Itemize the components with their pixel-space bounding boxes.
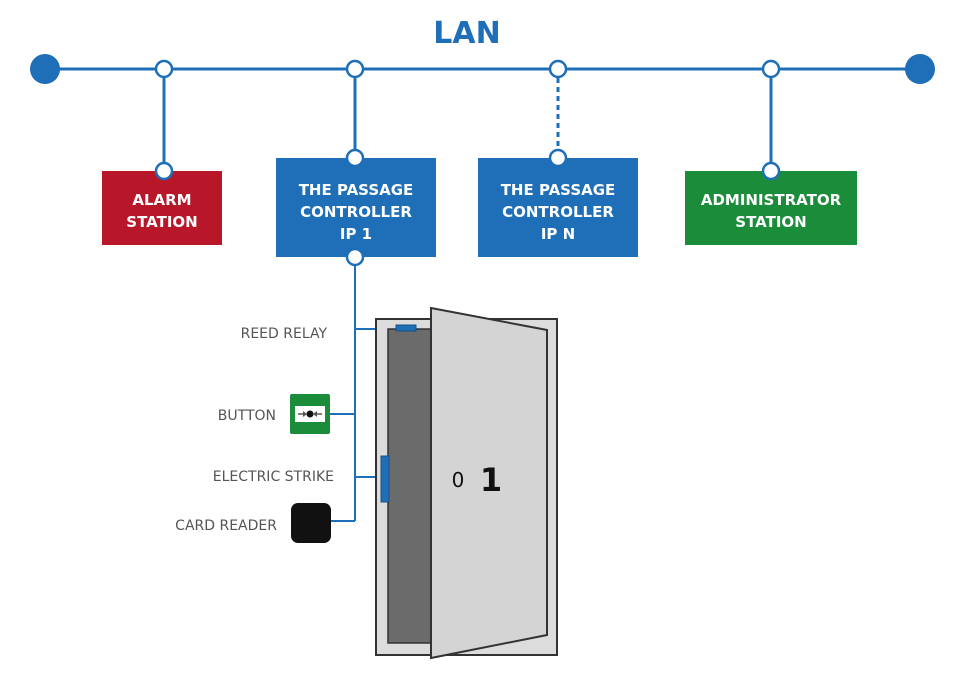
node-controller-n-top bbox=[548, 148, 568, 168]
admin-station-label-line1: ADMINISTRATOR bbox=[701, 191, 842, 209]
card-reader-icon bbox=[291, 503, 331, 543]
controller-n-label-line1: THE PASSAGE bbox=[501, 181, 616, 199]
controller-1-box bbox=[276, 158, 436, 257]
bus-node-alarm bbox=[154, 59, 174, 79]
door-label-small: 0 bbox=[452, 468, 465, 492]
alarm-station-box bbox=[102, 171, 222, 245]
lan-title: LAN bbox=[433, 16, 500, 51]
lan-end-left bbox=[30, 54, 60, 84]
electric-strike-label: ELECTRIC STRIKE bbox=[213, 469, 334, 485]
controller-n-label-line3: IP N bbox=[541, 225, 575, 243]
exit-button-icon bbox=[290, 394, 330, 434]
door-opening bbox=[387, 328, 435, 644]
node-alarm-top bbox=[154, 161, 174, 181]
bus-node-controller-n bbox=[548, 59, 568, 79]
alarm-station-label-line2: STATION bbox=[126, 213, 197, 231]
node-admin-top bbox=[761, 161, 781, 181]
controller-n-box bbox=[478, 158, 638, 257]
reed-relay-sensor bbox=[395, 324, 417, 332]
controller-1-label-line3: IP 1 bbox=[340, 225, 372, 243]
button-label: BUTTON bbox=[218, 408, 276, 424]
electric-strike-device bbox=[380, 455, 390, 503]
node-controller-1-top bbox=[345, 148, 365, 168]
card-reader-label: CARD READER bbox=[175, 518, 277, 534]
alarm-station-label-line1: ALARM bbox=[132, 191, 191, 209]
bus-node-admin bbox=[761, 59, 781, 79]
bus-node-controller-1 bbox=[345, 59, 365, 79]
reed-relay-label: REED RELAY bbox=[241, 326, 328, 342]
door-leaf bbox=[430, 306, 548, 660]
admin-station-box bbox=[685, 171, 857, 245]
lan-end-right bbox=[905, 54, 935, 84]
controller-1-label-line1: THE PASSAGE bbox=[299, 181, 414, 199]
door-label-large: 1 bbox=[480, 461, 502, 499]
controller-1-label-line2: CONTROLLER bbox=[300, 203, 412, 221]
controller-n-label-line2: CONTROLLER bbox=[502, 203, 614, 221]
admin-station-label-line2: STATION bbox=[735, 213, 806, 231]
door: 0 1 bbox=[375, 306, 558, 660]
node-controller-1-bottom bbox=[345, 247, 365, 267]
